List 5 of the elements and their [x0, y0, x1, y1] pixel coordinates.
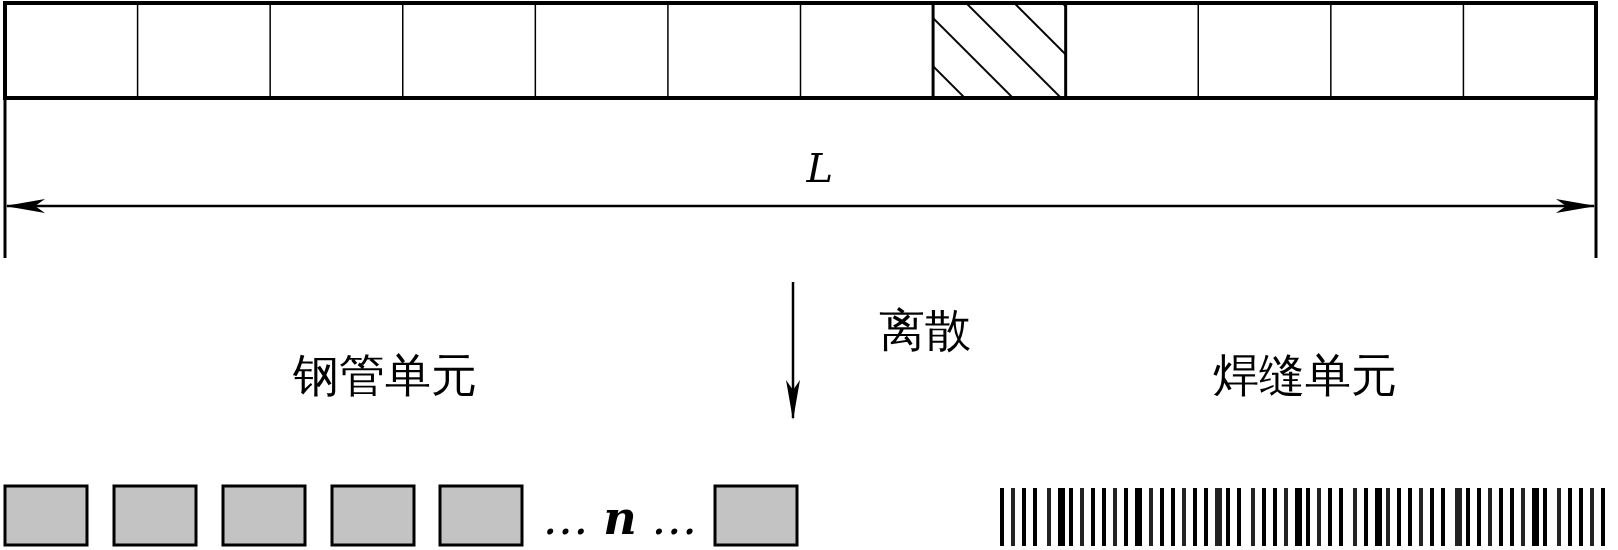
count-label: … n …	[542, 495, 698, 541]
group-label: 钢管单元	[293, 352, 477, 398]
group-label: 焊缝单元	[1213, 352, 1397, 398]
arrow-label: 离散	[879, 307, 971, 353]
dimension-label: L	[806, 148, 834, 188]
